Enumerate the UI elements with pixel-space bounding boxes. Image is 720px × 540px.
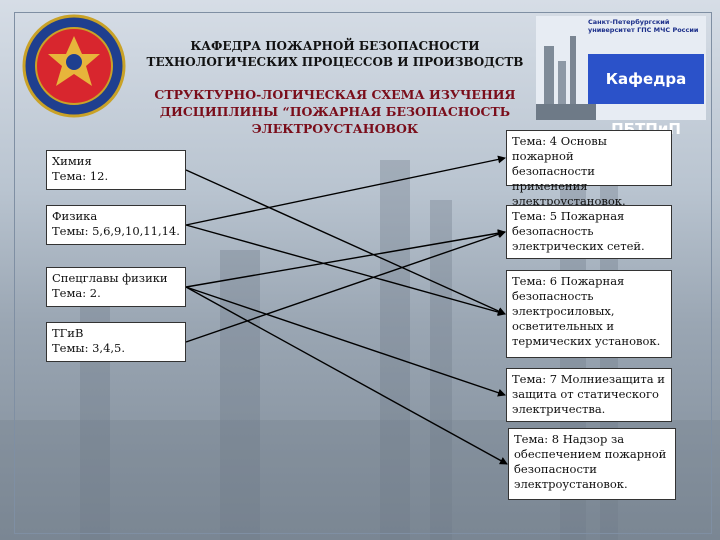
topic-box-5: Тема: 5 Пожарная безопасность электричес… <box>506 205 672 259</box>
topic-line: Тема: 7 Молниезащита и <box>512 372 665 386</box>
topic-box-8: Тема: 8 Надзор за обеспечением пожарной … <box>508 428 676 500</box>
subject-topics: Темы: 3,4,5. <box>52 341 126 355</box>
topic-line: электросиловых, <box>512 304 615 318</box>
subject-name: Химия <box>52 154 92 168</box>
title-line-1: СТРУКТУРНО-ЛОГИЧЕСКАЯ СХЕМА ИЗУЧЕНИЯ <box>154 87 516 102</box>
connector-arrow-tgv-t5 <box>185 230 506 343</box>
topic-line: Тема: 6 Пожарная <box>512 274 625 288</box>
subject-box-chemistry: Химия Тема: 12. <box>46 150 186 190</box>
topic-line: безопасность <box>512 289 594 303</box>
connector-arrow-special-t5 <box>185 229 506 288</box>
diagram-title: СТРУКТУРНО-ЛОГИЧЕСКАЯ СХЕМА ИЗУЧЕНИЯ ДИС… <box>140 86 530 137</box>
background-tower <box>220 250 260 540</box>
topic-line: электроустановок. <box>512 194 626 208</box>
subject-topics: Темы: 5,6,9,10,11,14. <box>52 224 180 238</box>
department-header: КАФЕДРА ПОЖАРНОЙ БЕЗОПАСНОСТИ ТЕХНОЛОГИЧ… <box>140 38 530 70</box>
connector-arrow-chem-t6 <box>185 169 506 315</box>
title-line-3: ЭЛЕКТРОУСТАНОВОК <box>251 121 419 136</box>
topic-line: Тема: 8 Надзор за <box>514 432 625 446</box>
topic-line: Тема: 5 Пожарная <box>512 209 625 223</box>
topic-line: электричества. <box>512 402 606 416</box>
topic-box-7: Тема: 7 Молниезащита и защита от статиче… <box>506 368 672 422</box>
subject-box-physics: Физика Темы: 5,6,9,10,11,14. <box>46 205 186 245</box>
topic-line: защита от статического <box>512 387 659 401</box>
logo-top-text: Санкт-Петербургский университет ГПС МЧС … <box>588 18 699 34</box>
university-emblem-icon <box>22 14 126 118</box>
topic-line: осветительных и <box>512 319 615 333</box>
background-tower <box>430 200 452 540</box>
topic-line: безопасности применения <box>512 164 595 193</box>
subject-name: Физика <box>52 209 98 223</box>
topic-line: электрических сетей. <box>512 239 645 253</box>
background-tower <box>380 160 410 540</box>
department-line-1: КАФЕДРА ПОЖАРНОЙ БЕЗОПАСНОСТИ <box>190 39 480 53</box>
topic-line: Тема: 4 Основы пожарной <box>512 134 607 163</box>
subject-box-tgiv: ТГиВ Темы: 3,4,5. <box>46 322 186 362</box>
title-line-2: ДИСЦИПЛИНЫ “ПОЖАРНАЯ БЕЗОПАСНОСТЬ <box>159 104 511 119</box>
topic-line: обеспечением пожарной <box>514 447 667 461</box>
subject-name: ТГиВ <box>52 326 84 340</box>
subject-name: Спецглавы физики <box>52 271 168 285</box>
topic-box-6: Тема: 6 Пожарная безопасность электросил… <box>506 270 672 358</box>
topic-line: безопасность <box>512 224 594 238</box>
topic-line: термических установок. <box>512 334 661 348</box>
subject-topics: Тема: 2. <box>52 286 101 300</box>
connector-arrow-special-t8 <box>185 286 508 465</box>
subject-topics: Тема: 12. <box>52 169 109 183</box>
connector-arrow-phys-t6 <box>185 224 506 316</box>
connector-arrow-special-t7 <box>185 286 506 397</box>
topic-line: электроустановок. <box>514 477 628 491</box>
topic-line: безопасности <box>514 462 597 476</box>
slide-frame <box>14 12 712 534</box>
subject-box-special-physics: Спецглавы физики Тема: 2. <box>46 267 186 307</box>
topic-box-4: Тема: 4 Основы пожарной безопасности при… <box>506 130 672 208</box>
connector-arrow-phys-t4 <box>185 155 506 226</box>
department-line-2: ТЕХНОЛОГИЧЕСКИХ ПРОЦЕССОВ И ПРОИЗВОДСТВ <box>146 55 524 69</box>
